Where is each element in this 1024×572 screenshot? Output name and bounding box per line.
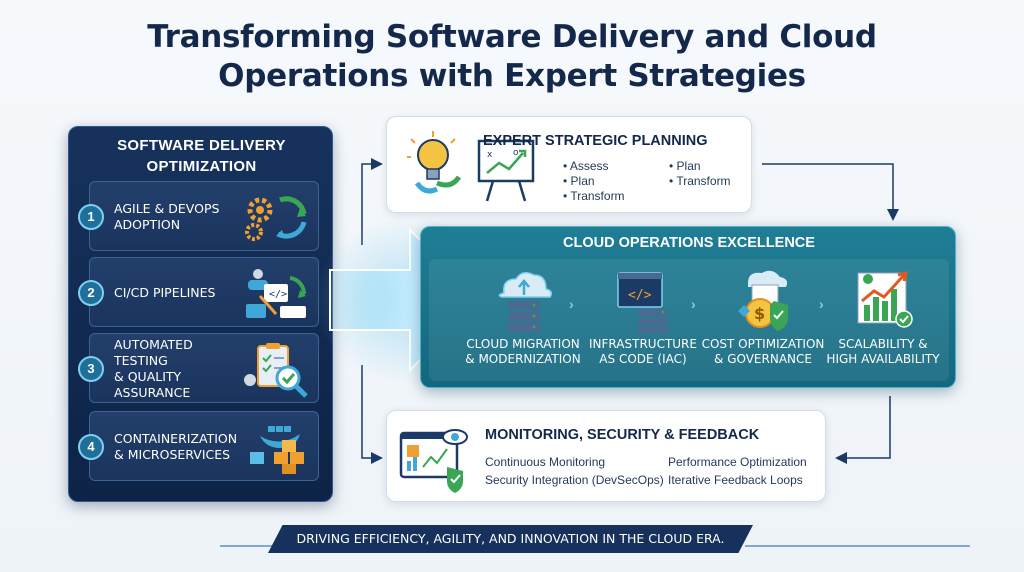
left-item-4-line-1: Containerization (114, 431, 238, 446)
scalability-line-2: High Availability (826, 352, 940, 366)
step-number-4: 4 (78, 434, 104, 460)
chevron-right-icon: › (691, 296, 696, 312)
cost-line-2: & Governance (714, 352, 812, 366)
footer-rule-right (745, 545, 970, 547)
monitoring-list-2: Performance Optimization Iterative Feedb… (668, 453, 807, 489)
arrow-left-to-planning (361, 158, 383, 245)
footer-text: Driving Efficiency, Agility, and Innovat… (296, 531, 725, 546)
left-title-line-1: Software Delivery (117, 137, 286, 154)
planning-item-transform-2: Transform (669, 174, 730, 189)
left-item-3-line-1: Automated Testing (114, 337, 193, 368)
cloud-migration-line-2: & Modernization (465, 352, 581, 366)
containers-icon (250, 426, 304, 474)
left-item-4: 4 Containerization& Microservices (78, 411, 319, 482)
dashboard-eye-icon (399, 429, 468, 493)
svg-text:</>: </> (628, 288, 652, 303)
monitoring-security-box: Monitoring, Security & Feedback Continuo… (386, 410, 826, 502)
chevron-right-icon: › (569, 296, 574, 312)
cloud-migration-line-1: Cloud Migration (466, 337, 580, 351)
left-item-1: 1 Agile & DevOpsAdoption (78, 181, 319, 252)
left-item-2-line-1: CI/CD Pipelines (114, 285, 216, 300)
title-line-1: Transforming Software Delivery and Cloud (147, 19, 877, 55)
footer-banner (268, 525, 753, 553)
cloud-item-scalability: Scalability &High Availability (821, 267, 945, 367)
growth-chart-icon (857, 270, 913, 328)
monitoring-list-1: Continuous Monitoring Security Integrati… (485, 453, 664, 489)
arrow-cloud-to-monitoring (835, 396, 891, 464)
svg-text:</>: </> (269, 289, 287, 300)
left-title-line-2: Optimization (146, 158, 257, 175)
cloud-server-icon (498, 272, 553, 332)
left-item-4-line-2: & Microservices (114, 447, 231, 462)
step-number-1: 1 (78, 204, 104, 230)
monitoring-item-devsecops: Security Integration (DevSecOps) (485, 473, 664, 487)
left-item-3-label: Automated Testing& Quality Assurance (114, 334, 244, 404)
cloud-operations-panel: Cloud Operations Excellence Cloud Migrat… (420, 226, 956, 388)
cloud-item-migration: Cloud Migration& Modernization (461, 267, 585, 367)
gears-cycle-icon (245, 196, 307, 241)
code-pipeline-icon: </> (246, 269, 307, 318)
left-item-3-line-2: & Quality Assurance (114, 369, 191, 400)
strategic-planning-box: x o Expert Strategic Planning Assess Pla… (386, 116, 752, 213)
footer-rule-left (220, 545, 280, 547)
left-item-1-line-1: Agile & DevOps (114, 201, 220, 216)
arrow-planning-to-cloud (762, 163, 899, 221)
left-item-4-label: Containerization& Microservices (114, 412, 244, 482)
left-item-3: 3 Automated Testing& Quality Assurance (78, 333, 319, 404)
strategic-planning-title: Expert Strategic Planning (483, 133, 708, 149)
arrow-left-to-monitoring (361, 365, 383, 464)
svg-text:x: x (487, 150, 493, 160)
monitoring-item-performance: Performance Optimization (668, 455, 807, 469)
planning-item-assess: Assess (563, 159, 625, 174)
clipboard-check-icon (244, 343, 308, 398)
cost-line-1: Cost Optimization (701, 337, 825, 351)
monitoring-item-feedback: Iterative Feedback Loops (668, 473, 803, 487)
lightbulb-icon (407, 131, 462, 194)
cloud-item-iac: </> Infrastructureas Code (IaC) (581, 267, 705, 367)
svg-text:o: o (513, 148, 519, 158)
monitoring-title: Monitoring, Security & Feedback (485, 427, 760, 443)
left-item-1-label: Agile & DevOpsAdoption (114, 182, 244, 252)
planning-item-plan-2: Plan (669, 159, 731, 174)
step-number-3: 3 (78, 356, 104, 382)
iac-line-2: as Code (IaC) (599, 352, 687, 366)
planning-item-transform: Transform (563, 189, 624, 204)
monitoring-item-continuous: Continuous Monitoring (485, 455, 606, 469)
planning-list-1: Assess Plan Transform (563, 159, 625, 204)
cost-shield-icon: $ (738, 270, 788, 331)
page-title: Transforming Software Delivery and Cloud… (0, 18, 1024, 96)
code-server-icon: </> (617, 272, 668, 333)
planning-list-2: Plan Transform (669, 159, 731, 189)
software-delivery-panel: Software Delivery Optimization 1 Agile &… (68, 126, 333, 502)
cloud-item-cost: $ Cost Optimization& Governance (701, 267, 825, 367)
chevron-right-icon: › (819, 296, 824, 312)
scalability-line-1: Scalability & (838, 337, 928, 351)
left-item-2-label: CI/CD Pipelines (114, 258, 244, 328)
software-delivery-title: Software Delivery Optimization (69, 135, 334, 177)
iac-line-1: Infrastructure (589, 337, 697, 351)
strategy-board-icon: x o (477, 139, 535, 202)
cloud-operations-title: Cloud Operations Excellence (563, 235, 815, 251)
left-item-2: 2 CI/CD Pipelines </> (78, 257, 319, 328)
planning-item-plan: Plan (563, 174, 625, 189)
title-line-2: Operations with Expert Strategies (218, 58, 806, 94)
left-item-1-line-2: Adoption (114, 217, 181, 232)
step-number-2: 2 (78, 280, 104, 306)
svg-text:$: $ (754, 304, 765, 323)
